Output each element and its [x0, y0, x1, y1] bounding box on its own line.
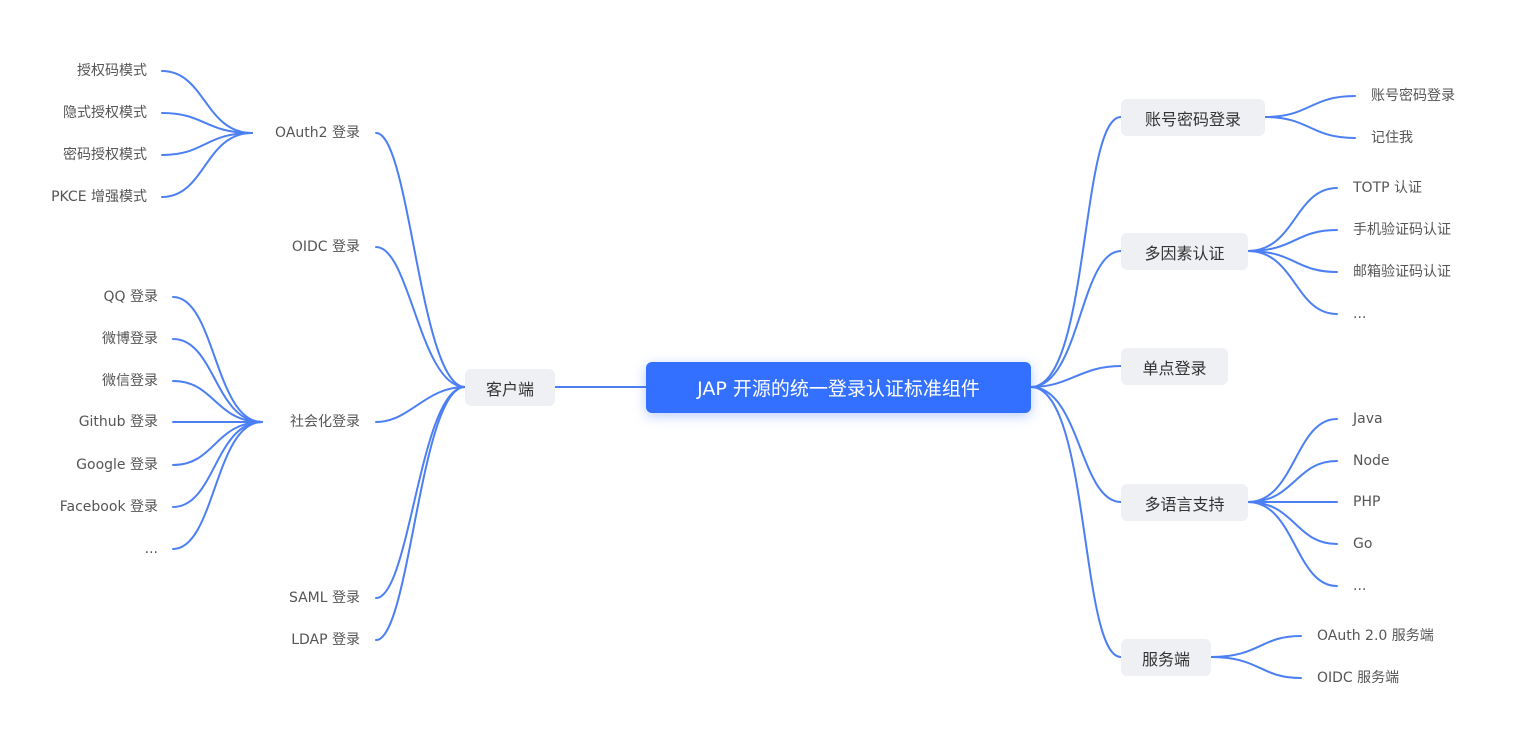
node-saml-login[interactable]: SAML 登录 — [288, 590, 360, 606]
node-google-login[interactable]: Google 登录 — [76, 457, 158, 473]
node-go[interactable]: Go — [1353, 536, 1373, 552]
node-sms-code[interactable]: 手机验证码认证 — [1353, 222, 1451, 238]
node-oidc-server[interactable]: OIDC 服务端 — [1317, 670, 1400, 686]
branch-node-multi-language[interactable]: 多语言支持 — [1121, 484, 1248, 521]
branch-node-mfa[interactable]: 多因素认证 — [1121, 233, 1248, 270]
node-language-more[interactable]: ... — [1353, 578, 1367, 594]
branch-node-server[interactable]: 服务端 — [1121, 639, 1211, 676]
node-implicit-grant[interactable]: 隐式授权模式 — [63, 105, 147, 121]
node-java[interactable]: Java — [1353, 411, 1383, 427]
node-ldap-login[interactable]: LDAP 登录 — [291, 632, 360, 648]
node-oidc-login[interactable]: OIDC 登录 — [291, 239, 360, 255]
node-node[interactable]: Node — [1353, 453, 1390, 469]
branch-node-client[interactable]: 客户端 — [465, 369, 555, 406]
root-node[interactable]: JAP 开源的统一登录认证标准组件 — [646, 362, 1031, 413]
node-password-grant[interactable]: 密码授权模式 — [63, 147, 147, 163]
node-authorization-code[interactable]: 授权码模式 — [77, 63, 147, 79]
node-mfa-more[interactable]: ... — [1353, 306, 1367, 322]
node-social-login[interactable]: 社会化登录 — [290, 414, 360, 430]
branch-node-sso[interactable]: 单点登录 — [1121, 348, 1228, 385]
node-weibo-login[interactable]: 微博登录 — [102, 331, 158, 347]
node-remember-me[interactable]: 记住我 — [1371, 130, 1413, 146]
node-github-login[interactable]: Github 登录 — [78, 414, 158, 430]
node-social-more[interactable]: ... — [144, 541, 158, 557]
node-wechat-login[interactable]: 微信登录 — [102, 373, 158, 389]
node-php[interactable]: PHP — [1353, 494, 1381, 510]
node-password-login-leaf[interactable]: 账号密码登录 — [1371, 88, 1455, 104]
branch-node-password-login[interactable]: 账号密码登录 — [1121, 99, 1265, 136]
node-totp[interactable]: TOTP 认证 — [1353, 180, 1423, 196]
node-facebook-login[interactable]: Facebook 登录 — [59, 499, 158, 515]
node-email-code[interactable]: 邮箱验证码认证 — [1353, 264, 1451, 280]
node-oauth2-login[interactable]: OAuth2 登录 — [275, 125, 360, 141]
node-qq-login[interactable]: QQ 登录 — [103, 289, 159, 305]
node-pkce[interactable]: PKCE 增强模式 — [51, 189, 147, 205]
node-oauth2-server[interactable]: OAuth 2.0 服务端 — [1317, 628, 1434, 644]
